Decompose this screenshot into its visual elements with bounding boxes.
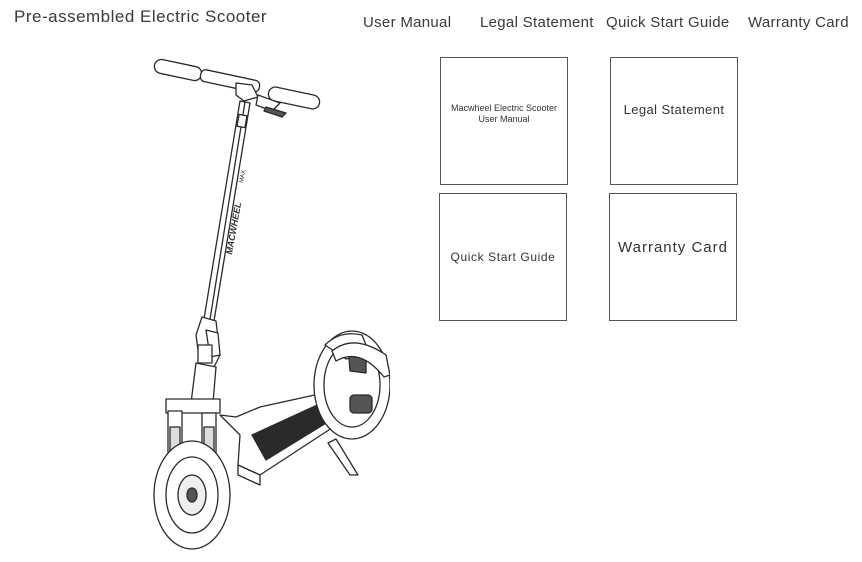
- quick-start-guide-booklet: Quick Start Guide: [439, 193, 567, 321]
- warranty-card-booklet: Warranty Card: [609, 193, 737, 321]
- user-manual-booklet-line2: User Manual: [478, 114, 530, 124]
- page-title: Pre-assembled Electric Scooter: [14, 7, 268, 26]
- handlebar: [153, 58, 321, 118]
- kickstand: [327, 438, 359, 476]
- quick-start-guide-booklet-label: Quick Start Guide: [450, 250, 556, 264]
- front-wheel: [153, 440, 231, 550]
- rear-wheel: [313, 330, 390, 440]
- user-manual-booklet-line1: Macwheel Electric Scooter: [450, 103, 558, 113]
- rear-fender: [331, 342, 390, 378]
- stem: [199, 100, 251, 346]
- folding-latch: [195, 316, 221, 368]
- legal-statement-booklet-label: Legal Statement: [623, 101, 725, 117]
- label-user-manual: User Manual: [363, 14, 452, 31]
- label-quick-start-guide: Quick Start Guide: [606, 14, 730, 31]
- scooter-illustration: MACWHEEL MAX: [153, 58, 390, 550]
- legal-statement-booklet: Legal Statement: [610, 57, 738, 185]
- label-legal-statement: Legal Statement: [480, 14, 594, 31]
- scooter-model-text: MAX: [239, 169, 247, 183]
- user-manual-booklet: Macwheel Electric Scooter User Manual: [440, 57, 568, 185]
- warranty-card-booklet-label: Warranty Card: [618, 238, 728, 256]
- label-warranty-card: Warranty Card: [748, 14, 849, 31]
